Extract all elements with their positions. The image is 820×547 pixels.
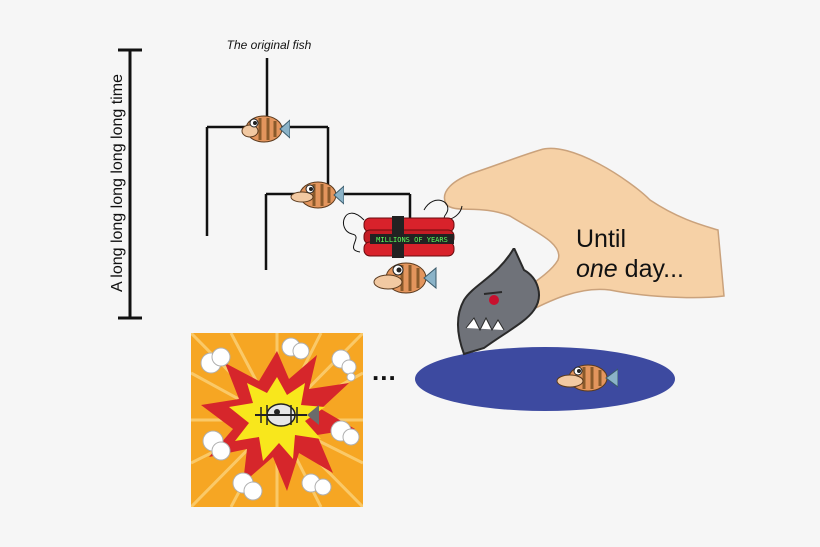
dynamite-icon: MILLIONS OF YEARS (343, 199, 463, 258)
original-fish-label: The original fish (226, 38, 312, 52)
fish-icon (556, 364, 618, 392)
until-one-day-caption: Until one day... (576, 224, 716, 284)
dynamite-label: MILLIONS OF YEARS (376, 236, 448, 244)
ellipsis: ... (372, 356, 397, 386)
fish-icon (373, 262, 437, 294)
fish-icon (290, 181, 344, 209)
fish-icon (241, 115, 290, 143)
time-scale-bar (118, 48, 142, 320)
until-line-2-emphasis: one (576, 255, 618, 283)
predator-fish-icon (457, 248, 540, 356)
explosion-panel (191, 333, 363, 507)
fish-skeleton-icon (255, 403, 319, 427)
pond (415, 347, 675, 411)
until-line-2-rest: day... (617, 255, 684, 283)
until-line-2: one day... (576, 254, 716, 284)
until-line-1: Until (576, 225, 627, 253)
